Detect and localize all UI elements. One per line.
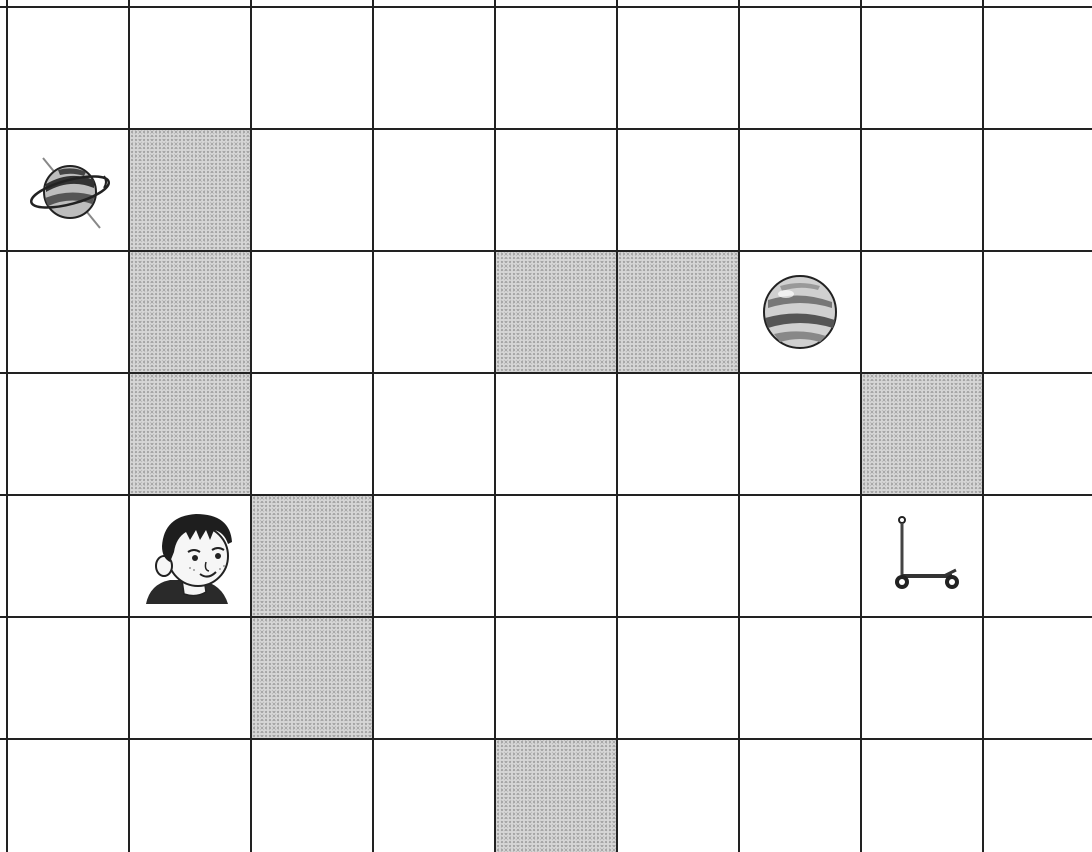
board-cell[interactable]	[740, 740, 862, 852]
board-cell[interactable]	[252, 740, 374, 852]
board-cell[interactable]	[496, 8, 618, 130]
board-cell[interactable]	[740, 374, 862, 496]
board-cell[interactable]	[740, 496, 862, 618]
board-edge	[496, 0, 618, 8]
board-edge	[740, 0, 862, 8]
board-cell[interactable]	[252, 374, 374, 496]
board-edge	[984, 0, 1092, 8]
board-cell[interactable]	[984, 130, 1092, 252]
board-cell[interactable]	[740, 618, 862, 740]
board-edge	[0, 374, 8, 496]
board-cell[interactable]	[862, 618, 984, 740]
board-edge	[374, 0, 496, 8]
board-cell[interactable]	[740, 8, 862, 130]
board-edge	[0, 8, 8, 130]
board-cell[interactable]	[618, 252, 740, 374]
board-cell[interactable]	[252, 8, 374, 130]
board-cell[interactable]	[252, 252, 374, 374]
board-cell[interactable]	[130, 130, 252, 252]
board-cell[interactable]	[862, 740, 984, 852]
board-cell[interactable]	[984, 8, 1092, 130]
board-cell[interactable]	[252, 496, 374, 618]
board-cell[interactable]	[618, 374, 740, 496]
board-cell[interactable]	[130, 496, 252, 618]
board-cell[interactable]	[618, 8, 740, 130]
board-cell[interactable]	[862, 130, 984, 252]
board-edge	[8, 0, 130, 8]
board-cell[interactable]	[252, 618, 374, 740]
board-cell[interactable]	[374, 130, 496, 252]
board-cell[interactable]	[496, 618, 618, 740]
ringed-planet-icon	[18, 140, 118, 240]
board-cell[interactable]	[8, 740, 130, 852]
board-cell[interactable]	[984, 252, 1092, 374]
board-cell[interactable]	[130, 8, 252, 130]
board-cell[interactable]	[984, 496, 1092, 618]
board-cell[interactable]	[984, 374, 1092, 496]
board-cell[interactable]	[862, 8, 984, 130]
board-cell[interactable]	[496, 740, 618, 852]
board-cell[interactable]	[130, 618, 252, 740]
board-edge	[0, 130, 8, 252]
board-cell[interactable]	[8, 252, 130, 374]
board-edge	[618, 0, 740, 8]
board-cell[interactable]	[984, 740, 1092, 852]
board-cell[interactable]	[374, 496, 496, 618]
board-cell[interactable]	[8, 130, 130, 252]
board-cell[interactable]	[496, 130, 618, 252]
board-cell[interactable]	[862, 374, 984, 496]
board-cell[interactable]	[496, 374, 618, 496]
board-cell[interactable]	[618, 618, 740, 740]
board-edge	[862, 0, 984, 8]
board-cell[interactable]	[252, 130, 374, 252]
board-cell[interactable]	[374, 374, 496, 496]
board-cell[interactable]	[130, 252, 252, 374]
girl-face-icon	[140, 506, 240, 606]
board-edge	[0, 496, 8, 618]
board-cell[interactable]	[862, 252, 984, 374]
board-edge	[0, 252, 8, 374]
board-cell[interactable]	[130, 740, 252, 852]
board-cell[interactable]	[618, 740, 740, 852]
board-cell[interactable]	[374, 618, 496, 740]
board-cell[interactable]	[618, 130, 740, 252]
board-cell[interactable]	[8, 496, 130, 618]
board-cell[interactable]	[496, 252, 618, 374]
board-cell[interactable]	[374, 740, 496, 852]
board-cell[interactable]	[374, 252, 496, 374]
board-cell[interactable]	[984, 618, 1092, 740]
board-cell[interactable]	[740, 252, 862, 374]
board-cell[interactable]	[8, 374, 130, 496]
board-cell[interactable]	[496, 496, 618, 618]
board-edge	[252, 0, 374, 8]
board-edge	[0, 618, 8, 740]
board-edge	[0, 0, 8, 8]
board-edge	[0, 740, 8, 852]
kick-scooter-icon	[872, 506, 972, 606]
board-cell[interactable]	[130, 374, 252, 496]
board-cell[interactable]	[8, 618, 130, 740]
board-cell[interactable]	[8, 8, 130, 130]
board-cell[interactable]	[374, 8, 496, 130]
board-cell[interactable]	[618, 496, 740, 618]
board-cell[interactable]	[862, 496, 984, 618]
striped-ball-icon	[750, 262, 850, 362]
board-cell[interactable]	[740, 130, 862, 252]
board-edge	[130, 0, 252, 8]
